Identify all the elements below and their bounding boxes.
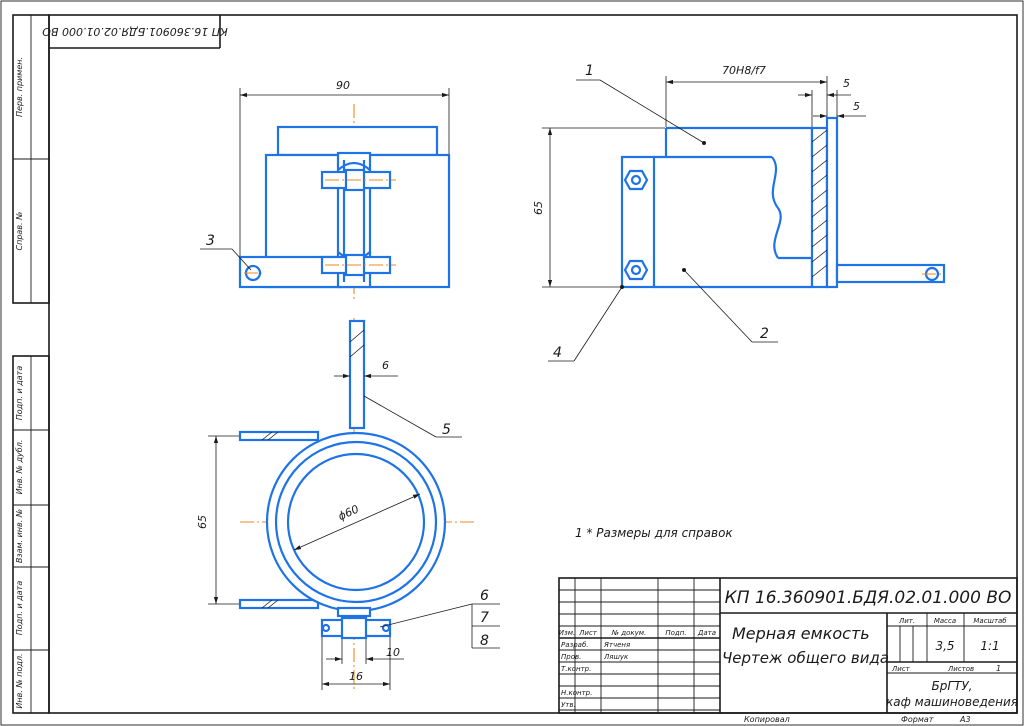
- dim-wall: [798, 90, 866, 127]
- dim-bolt: [321, 637, 404, 690]
- side-view: [620, 116, 946, 289]
- dim-bolt-label: 16: [349, 670, 363, 683]
- row-person-checker: Ляшук: [603, 653, 629, 661]
- scale-label: Масштаб: [973, 617, 1007, 625]
- sheet-label: Лист: [891, 665, 911, 673]
- row-role-tech-control: Т.контр.: [561, 665, 591, 673]
- callout-1: 1: [585, 63, 594, 79]
- side-label-reference: Справ. №: [15, 212, 24, 251]
- sheets-value: 1: [996, 664, 1001, 673]
- title-block: [558, 577, 1018, 714]
- side-strip: [12, 14, 50, 714]
- sheets-label: Листов: [947, 665, 974, 673]
- callout-3: 3: [206, 233, 215, 249]
- side-label-first-use: Перв. примен.: [15, 57, 24, 117]
- reference-note: 1 * Размеры для справок: [575, 526, 733, 540]
- callout-6: 6: [480, 588, 489, 604]
- org-line1: БрГТУ,: [932, 679, 973, 693]
- callout-2: 2: [760, 326, 769, 342]
- col-header-change: Изм.: [559, 629, 575, 637]
- dim-wall-outer-label: 5: [843, 77, 850, 90]
- dim-strap-label: 6: [382, 359, 389, 372]
- format-label: Формат: [901, 715, 934, 724]
- callout-7: 7: [480, 610, 489, 626]
- side-label-sign-date-1: Подп. и дата: [15, 366, 24, 421]
- lit-label: Лит.: [898, 617, 915, 625]
- format-value: А3: [959, 715, 971, 724]
- row-role-approved: Утв.: [561, 701, 576, 709]
- scale-value: 1:1: [980, 639, 999, 653]
- designation: КП 16.360901.БДЯ.02.01.000 ВО: [725, 588, 1012, 608]
- rotated-designation: КП 16.360901.БДЯ.02.01.000 ВО: [42, 25, 228, 38]
- callout-leaders-side: [548, 79, 778, 362]
- dim-fit: [665, 76, 828, 127]
- dim-diameter-line: [293, 493, 421, 551]
- mass-value: 3,5: [935, 639, 954, 653]
- dim-side-height-label: 65: [532, 201, 545, 215]
- dim-wall-inner-label: 5: [853, 100, 860, 113]
- row-person-developer: Ятченя: [603, 641, 630, 649]
- row-role-checker: Пров.: [561, 653, 581, 661]
- side-label-replace-inv: Взам. инв. №: [15, 509, 24, 563]
- callout-5: 5: [442, 422, 451, 438]
- callout-4: 4: [553, 345, 562, 361]
- document-type: Чертеж общего вида: [722, 649, 889, 667]
- col-header-sheet: Лист: [578, 629, 598, 637]
- col-header-date: Дата: [697, 629, 716, 637]
- dim-top-width: [239, 88, 450, 256]
- side-label-sign-date-2: Подп. и дата: [15, 581, 24, 636]
- row-role-norm-control: Н.контр.: [561, 689, 592, 697]
- org-line2: каф машиноведения: [886, 695, 1018, 709]
- dim-plan-height-label: 65: [196, 515, 209, 529]
- dim-nut-label: 10: [386, 646, 400, 659]
- callout-678-leader: [379, 603, 500, 649]
- dim-side-height: [542, 127, 665, 288]
- dim-fit-label: 70H8/f7: [722, 64, 766, 77]
- dim-plan-height: [208, 435, 239, 605]
- callout-8: 8: [480, 633, 489, 649]
- product-name: Мерная емкость: [732, 624, 870, 643]
- row-role-developer: Разраб.: [561, 641, 589, 649]
- col-header-sign: Подп.: [665, 629, 686, 637]
- side-label-orig-inv: Инв. № подл.: [15, 653, 24, 708]
- front-view: [238, 104, 451, 300]
- callout-3-leader: [200, 248, 252, 271]
- col-header-doc: № докум.: [611, 629, 647, 637]
- plan-view: [238, 318, 474, 690]
- copied-label: Копировал: [744, 715, 790, 724]
- side-label-dup-inv: Инв. № дубл.: [15, 440, 24, 495]
- callout-5-leader: [363, 395, 462, 438]
- dim-top-width-label: 90: [336, 79, 350, 92]
- mass-label: Масса: [934, 617, 956, 625]
